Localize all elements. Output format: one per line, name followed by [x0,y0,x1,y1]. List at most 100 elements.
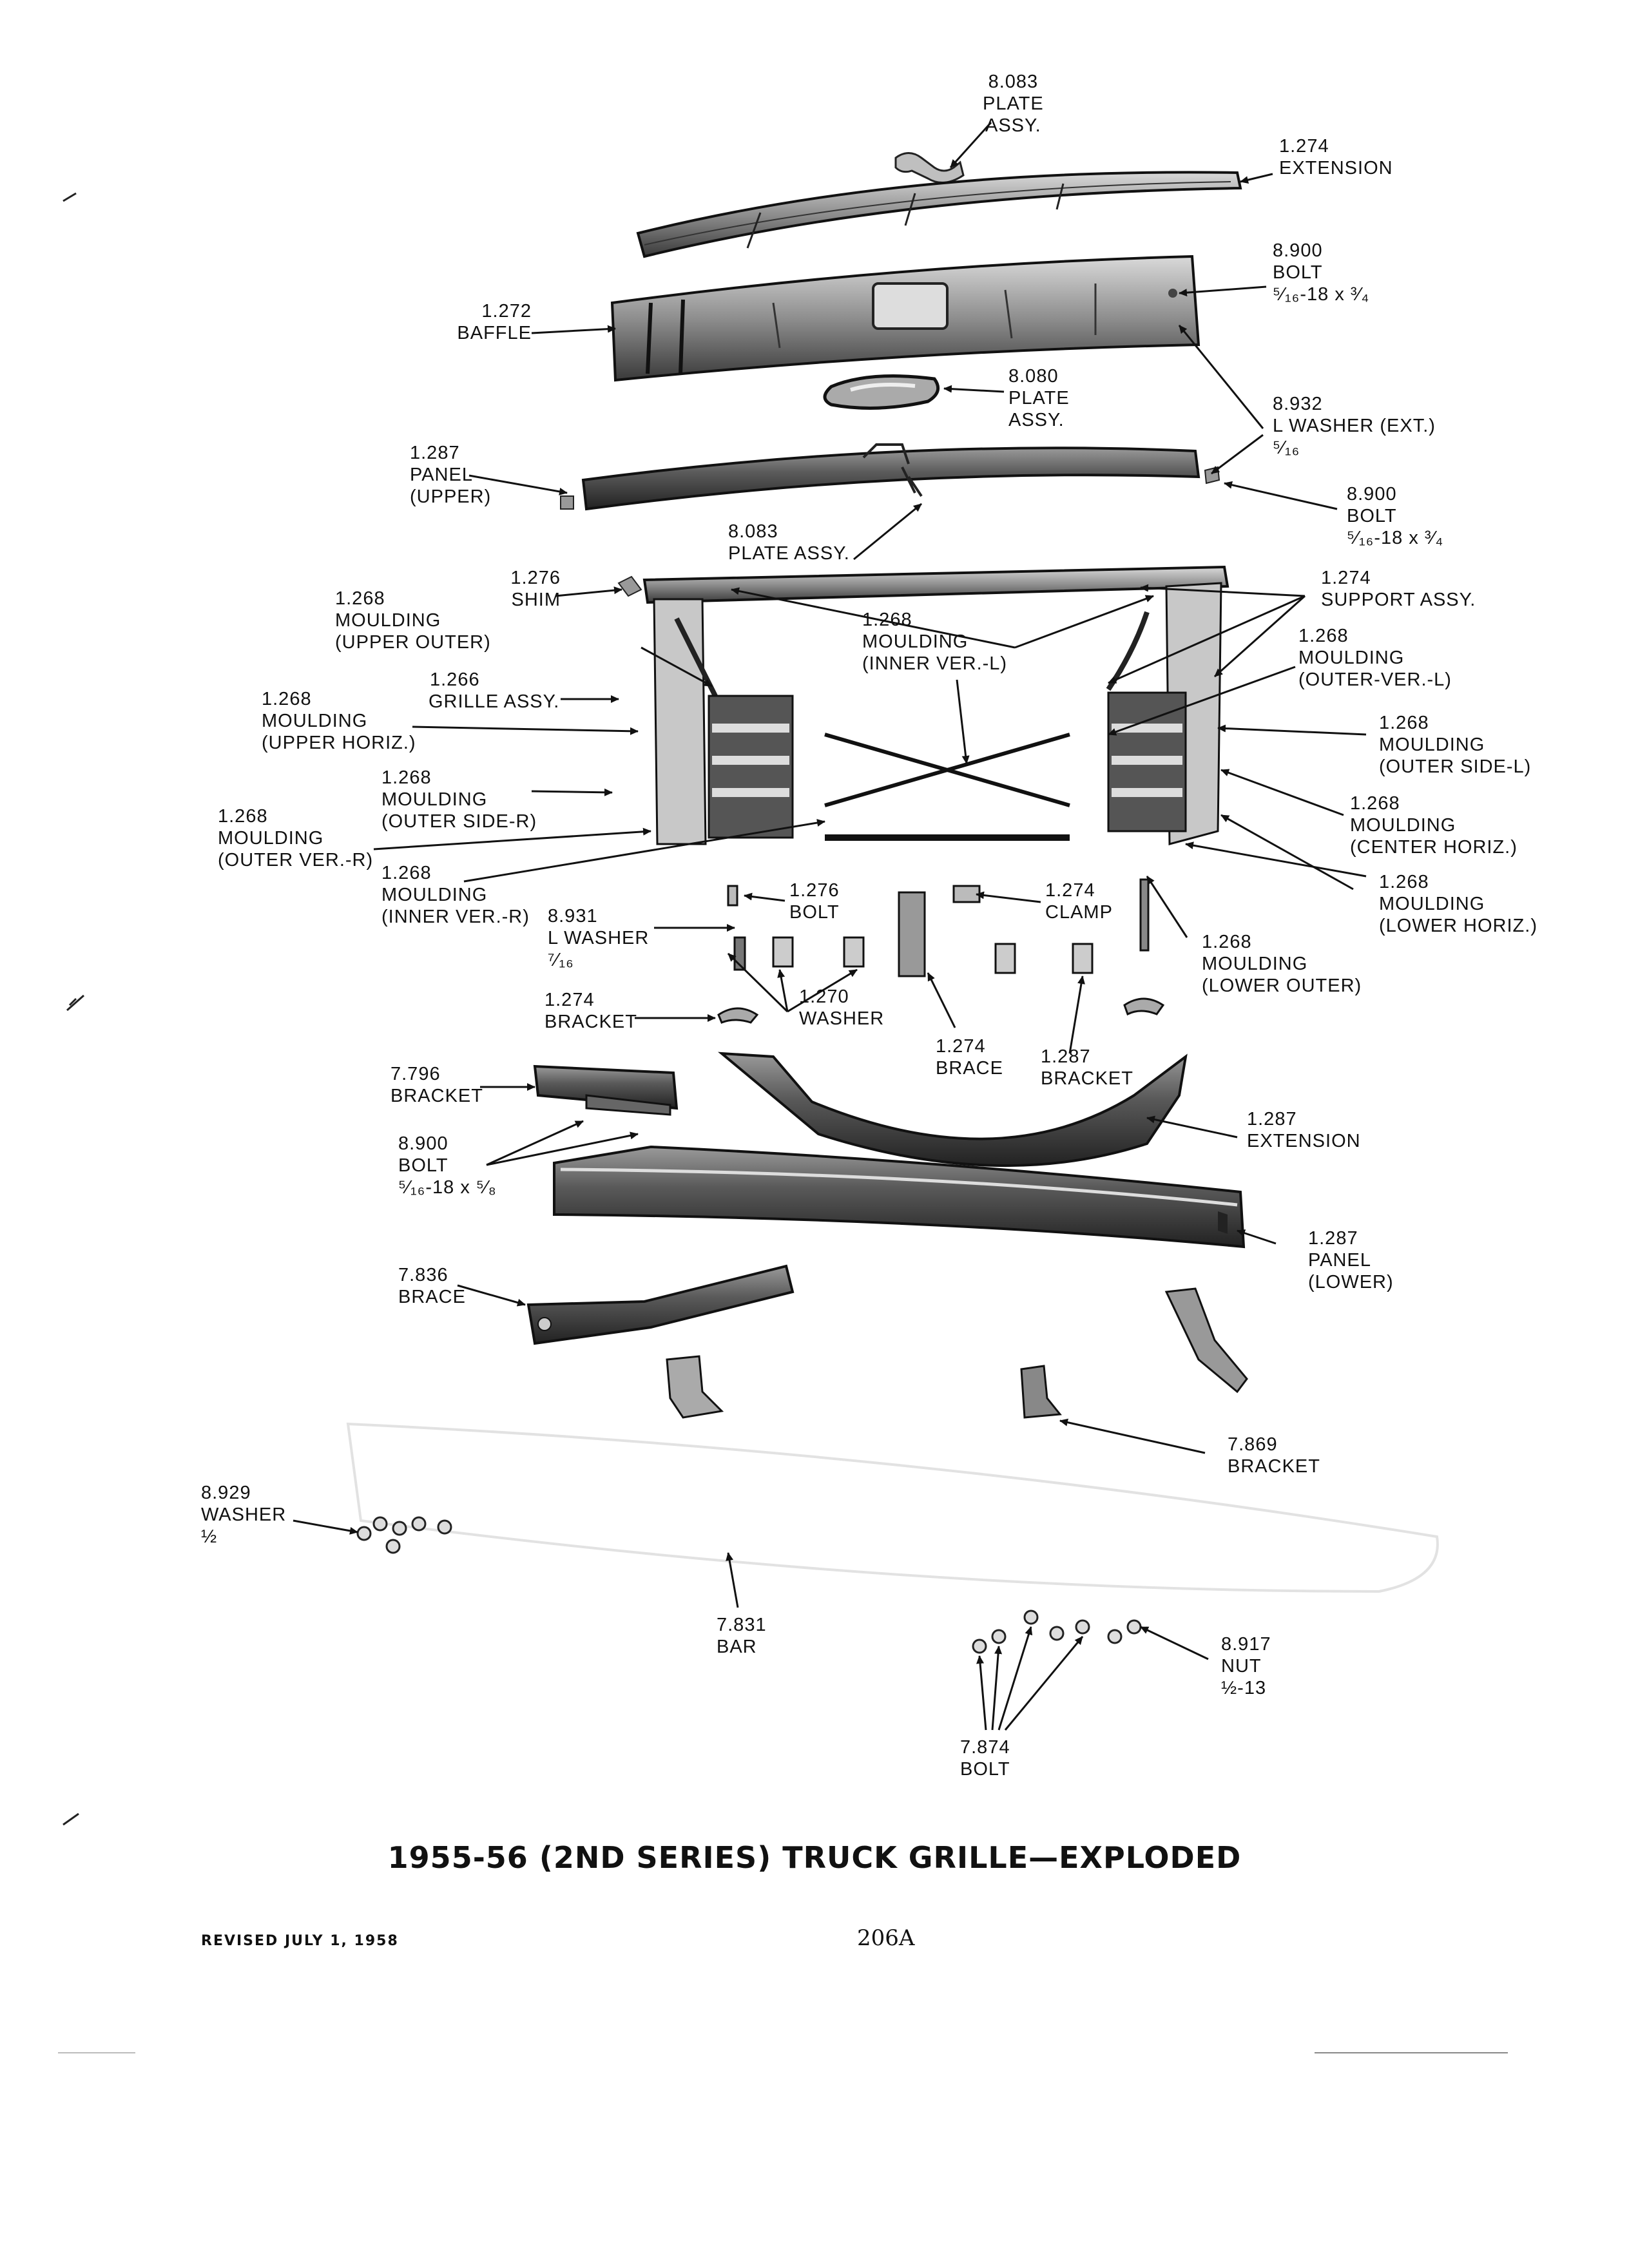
part-number: 1.268 [862,610,912,630]
part-name: SUPPORT ASSY. [1321,590,1476,610]
part-name: (OUTER SIDE-R) [381,811,537,832]
callout-washer-center: 1.270 WASHER [799,986,884,1030]
callout-bolt-center: 1.276 BOLT [789,879,840,923]
callout-panel-lower: 1.287 PANEL (LOWER) [1308,1227,1394,1293]
part-name: BRACKET [1228,1456,1320,1477]
part-number: 1.266 [430,669,480,690]
callout-plate-assy-top: 8.083 PLATE ASSY. [983,71,1044,137]
part-name: MOULDING [218,828,324,849]
callout-moulding-outer-ver-r: 1.268 MOULDING (OUTER VER.-R) [218,805,373,871]
part-name: L WASHER (EXT.) [1273,416,1436,436]
callout-moulding-outer-side-l: 1.268 MOULDING (OUTER SIDE-L) [1379,712,1531,778]
part-number: 8.900 [1273,240,1323,261]
callout-clamp: 1.274 CLAMP [1045,879,1113,923]
part-number: 1.268 [381,767,432,788]
part-number: 1.270 [799,986,849,1007]
part-name: PLATE ASSY. [728,543,850,564]
part-name: CLAMP [1045,902,1113,923]
callout-bolt-right: 8.900 BOLT ⁵⁄₁₆-18 x ³⁄₄ [1347,483,1443,549]
callout-moulding-center-horiz: 1.268 MOULDING (CENTER HORIZ.) [1350,793,1518,858]
part-name: (UPPER HORIZ.) [262,733,416,753]
part-name: BAR [717,1637,757,1657]
callout-panel-upper: 1.287 PANEL (UPPER) [410,442,491,508]
part-name: EXTENSION [1279,158,1393,178]
part-name: BRACKET [390,1086,483,1106]
part-size: ⁵⁄₁₆-18 x ³⁄₄ [1273,284,1370,305]
part-name: MOULDING [1379,735,1485,755]
part-number: 8.932 [1273,394,1323,414]
part-number: 1.268 [218,806,268,827]
part-number: 8.931 [548,906,598,927]
part-name: BOLT [960,1759,1010,1780]
callout-plate-assy-low: 8.083 PLATE ASSY. [728,521,850,564]
part-number: 1.268 [262,689,312,709]
part-name: MOULDING [1350,815,1456,836]
part-name: (OUTER SIDE-L) [1379,756,1532,777]
baffle-part [610,255,1200,382]
part-name: PANEL [1308,1250,1371,1271]
part-size: ½ [201,1526,218,1547]
callout-bar: 7.831 BAR [717,1614,767,1658]
plate-assy-mid-part [823,374,940,410]
part-size: ½-13 [1221,1678,1267,1698]
part-name: BRACKET [1041,1068,1133,1089]
callout-bracket-7796: 7.796 BRACKET [390,1063,483,1107]
callout-moulding-outer-ver-l: 1.268 MOULDING (OUTER-VER.-L) [1298,625,1452,691]
part-number: 8.083 [728,521,778,542]
callout-washer-8929: 8.929 WASHER ½ [201,1482,286,1548]
scan-marks [58,192,1508,2053]
part-number: 8.917 [1221,1634,1271,1655]
part-number: 1.272 [481,301,532,322]
part-number: 1.276 [789,880,840,901]
part-number: 1.268 [1379,872,1429,892]
part-name: BAFFLE [457,323,532,343]
part-name: (CENTER HORIZ.) [1350,837,1518,858]
callout-bolt-lower: 8.900 BOLT ⁵⁄₁₆-18 x ⁵⁄₈ [398,1133,497,1198]
part-number: 7.796 [390,1064,441,1084]
callout-shim: 1.276 SHIM [490,567,561,611]
panel-lower-part [553,1145,1246,1249]
part-name: MOULDING [262,711,368,731]
part-size: ⁷⁄₁₆ [548,950,574,970]
callout-baffle: 1.272 BAFFLE [451,300,532,344]
callout-moulding-outer-side-r: 1.268 MOULDING (OUTER SIDE-R) [381,767,537,832]
part-number: 1.287 [1041,1046,1091,1067]
part-name: (LOWER) [1308,1272,1394,1293]
extension-top-part [636,171,1242,258]
part-name: BOLT [1347,506,1397,526]
part-name: (OUTER VER.-R) [218,850,374,870]
part-name: (LOWER OUTER) [1202,975,1362,996]
part-number: 1.276 [510,568,561,588]
part-number: 1.274 [545,990,595,1010]
part-name: (INNER VER.-R) [381,907,530,927]
part-name: (UPPER OUTER) [335,632,491,653]
part-name: EXTENSION [1247,1131,1361,1151]
part-number: 8.900 [398,1133,448,1154]
part-number: 1.268 [1350,793,1400,814]
part-name: MOULDING [1298,648,1405,668]
part-size: ⁵⁄₁₆-18 x ⁵⁄₈ [398,1177,497,1198]
part-number: 7.836 [398,1265,448,1285]
part-number: 8.929 [201,1483,251,1503]
callout-brace-center: 1.274 BRACE [936,1035,1003,1079]
callout-bolt-7874: 7.874 BOLT [960,1736,1010,1780]
part-name: SHIM [511,590,561,610]
part-number: 1.274 [1045,880,1095,901]
grille-support-frame [617,565,1229,845]
callout-nut: 8.917 NUT ½-13 [1221,1633,1271,1699]
part-number: 1.268 [335,588,385,609]
part-number: 7.874 [960,1737,1010,1758]
part-name: NUT [1221,1656,1262,1677]
extension-lower-part [718,1052,1188,1168]
callout-moulding-inner-ver-l: 1.268 MOULDING (INNER VER.-L) [862,609,1007,675]
page-number: 206A [857,1925,915,1951]
part-name: WASHER [201,1504,287,1525]
revision-date: REVISED JULY 1, 1958 [201,1933,399,1949]
part-number: 1.287 [1247,1109,1297,1129]
part-number: 8.080 [1008,366,1059,387]
callout-plate-assy-mid: 8.080 PLATE ASSY. [1008,365,1070,431]
part-number: 1.287 [1308,1228,1358,1249]
part-name: MOULDING [862,631,969,652]
part-number: 1.268 [1202,932,1252,952]
